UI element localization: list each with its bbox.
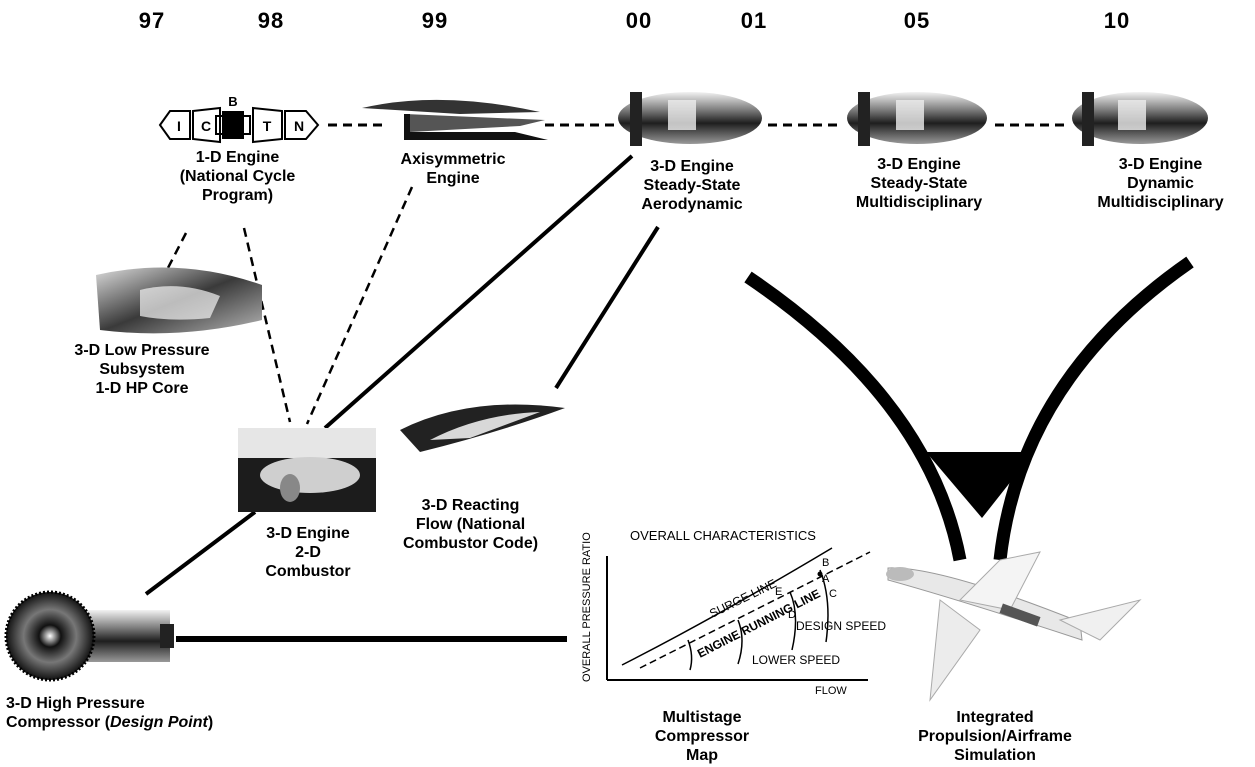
schematic-letter: T [263,118,272,134]
map-point-label: C [829,588,837,600]
node-label-dynamic-multi: 3-D Engine Dynamic Multidisciplinary [1097,156,1224,211]
node-label-low-pressure: 3-D Low Pressure Subsystem 1-D HP Core [74,342,210,397]
year-label: 00 [625,8,653,33]
hp-compressor-image [4,590,174,682]
low-pressure-engine-image [96,267,262,334]
map-title: OVERALL CHARACTERISTICS [630,528,816,543]
node-label-hp-compressor: 3-D High Pressure Compressor (Design Poi… [6,695,214,731]
node-label-axisymmetric: Axisymmetric Engine [400,151,506,187]
solid-connector [554,225,660,390]
node-label-steady-multi: 3-D Engine Steady-State Multidisciplinar… [855,156,983,211]
map-point-label: A [822,573,830,585]
map-xlabel: FLOW [815,685,847,697]
year-label: 10 [1103,8,1131,33]
schematic-letter: I [177,118,181,134]
solid-connector [144,510,257,596]
node-label-1d-engine: 1-D Engine (National Cycle Program) [179,149,296,204]
combustor-image [238,428,376,512]
year-label: 99 [421,8,449,33]
axisymmetric-engine-image [362,99,548,140]
schematic-letter: B [228,94,237,109]
node-label-compressor-map: Multistage Compressor Map [654,709,750,764]
year-label: 01 [740,8,768,33]
design-speed-label: DESIGN SPEED [796,619,886,633]
convergence-arrowhead [926,452,1034,518]
dashed-connector [242,227,292,423]
node-label-combustor: 3-D Engine 2-D Combustor [265,525,351,580]
engine-3d-image [847,92,987,146]
solid-connector [323,154,634,430]
dashed-connector [153,232,188,294]
schematic-letter: N [294,118,304,134]
year-label: 98 [257,8,285,33]
lower-speed-label: LOWER SPEED [752,653,840,667]
map-point-label: E [775,586,782,598]
convergence-arrow [744,271,967,562]
schematic-letter: C [201,118,211,134]
map-point-label: B [822,557,829,569]
compressor-map-chart: OVERALL CHARACTERISTICS OVERALL PRESSURE… [581,528,886,697]
reacting-flow-image [400,404,565,452]
airplane-image [886,551,1142,702]
convergence-arrow [993,256,1194,561]
node-label-steady-aero: 3-D Engine Steady-State Aerodynamic [641,158,743,213]
engine-3d-image [618,92,762,146]
one-d-engine-schematic: I C B T N [158,94,320,144]
year-label: 05 [903,8,931,33]
year-label: 97 [138,8,166,33]
node-label-reacting-flow: 3-D Reacting Flow (National Combustor Co… [402,497,539,552]
dashed-connector [305,186,414,425]
map-point-label: D [788,609,796,621]
node-label-integrated: Integrated Propulsion/Airframe Simulatio… [918,709,1072,764]
map-ylabel: OVERALL PRESSURE RATIO [581,532,593,682]
engine-3d-image [1072,92,1208,146]
